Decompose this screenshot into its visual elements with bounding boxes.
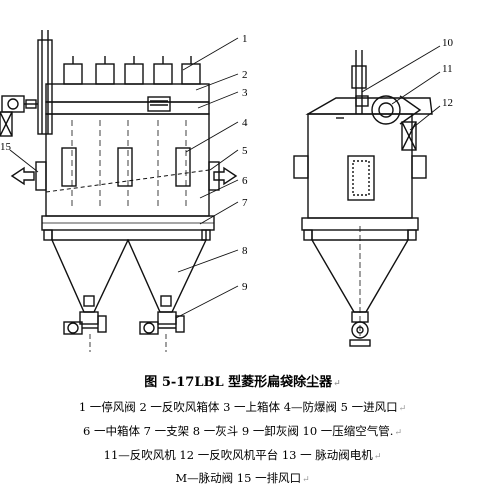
callout-7: 7 <box>242 197 248 209</box>
discharge-valve <box>139 311 185 335</box>
figure-title-text: 图 5-17LBL 型菱形扁袋除尘器 <box>144 375 333 390</box>
upper-box <box>45 101 210 115</box>
reverse-fan <box>371 95 401 125</box>
callout-10: 10 <box>442 37 454 49</box>
legend-line-1-text: 1 一停风阀 2 一反吹风箱体 3 一上箱体 4—防爆阀 5 一进风口 <box>78 400 398 414</box>
stop-valve-group <box>63 56 201 85</box>
callout-1: 1 <box>242 33 248 45</box>
dust-collector-drawing: 1 2 3 4 5 6 7 8 9 15 10 11 12 <box>0 30 454 352</box>
side-box <box>307 113 413 219</box>
legend-line-3-text: 11—反吹风机 12 一反吹风机平台 13 一 脉动阀电机 <box>103 448 373 462</box>
legend-line-2: 6 一中箱体 7 一支架 8 一灰斗 9 一卸灰阀 10 一压缩空气管.↵ <box>0 423 485 439</box>
callout-5: 5 <box>242 145 248 157</box>
callout-2: 2 <box>242 69 248 81</box>
callout-12: 12 <box>442 97 453 109</box>
bag-window <box>61 147 77 187</box>
callout-15: 15 <box>0 141 12 153</box>
figure-title: 图 5-17LBL 型菱形扁袋除尘器↵ <box>0 371 485 390</box>
paragraph-mark: ↵ <box>398 404 407 414</box>
inlet-arrow-icon <box>213 166 238 186</box>
legend-line-4-text: M—脉动阀 15 一排风口 <box>175 471 302 485</box>
paragraph-mark: ↵ <box>302 475 310 485</box>
access-door <box>347 155 375 201</box>
legend-line-4: M—脉动阀 15 一排风口↵ <box>0 470 485 486</box>
ash-hopper <box>126 239 208 313</box>
side-elevation <box>293 50 433 347</box>
front-leader-lines <box>9 37 239 319</box>
side-discharge-valve <box>351 321 369 339</box>
legend-line-1: 1 一停风阀 2 一反吹风箱体 3 一上箱体 4—防爆阀 5 一进风口↵ <box>0 399 485 415</box>
fan-platform <box>401 121 417 151</box>
bag-window <box>117 147 133 187</box>
middle-box <box>45 113 210 217</box>
legend-line-3: 11—反吹风机 12 一反吹风机平台 13 一 脉动阀电机↵ <box>0 447 485 463</box>
callout-8: 8 <box>242 245 248 257</box>
front-elevation <box>0 30 238 352</box>
paragraph-mark: ↵ <box>333 379 341 389</box>
explosion-valve-box <box>147 96 171 112</box>
inlet-port <box>208 161 220 191</box>
pulse-valve-assembly <box>0 30 53 137</box>
exhaust-arrow-icon <box>10 166 35 186</box>
reverse-blow-box <box>45 83 210 103</box>
callout-9: 9 <box>242 281 248 293</box>
bag-window <box>175 147 191 187</box>
discharge-valve <box>63 311 107 335</box>
paragraph-mark: ↵ <box>394 428 402 438</box>
callout-4: 4 <box>242 117 248 129</box>
callout-6: 6 <box>242 175 248 187</box>
callout-11: 11 <box>442 63 453 75</box>
ash-hopper <box>50 239 130 313</box>
exhaust-port <box>35 161 47 191</box>
legend-line-2-text: 6 一中箱体 7 一支架 8 一灰斗 9 一卸灰阀 10 一压缩空气管. <box>83 424 394 438</box>
paragraph-mark: ↵ <box>373 452 382 462</box>
side-leader-lines <box>361 45 441 131</box>
callout-3: 3 <box>242 87 248 99</box>
